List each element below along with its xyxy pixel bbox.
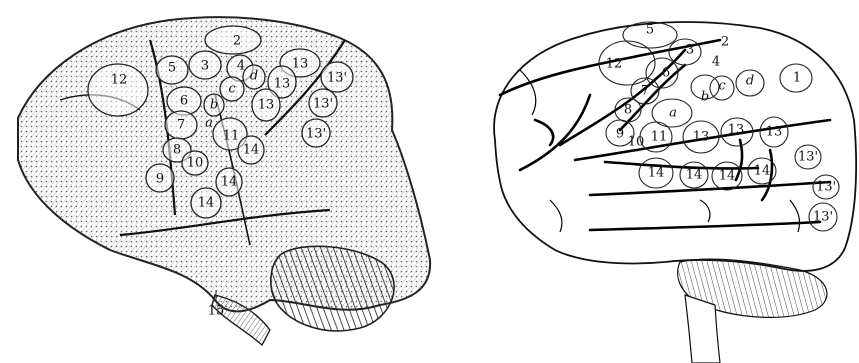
area-label: 7 bbox=[177, 118, 185, 133]
area-label: 2 bbox=[233, 34, 241, 49]
area-label: 8 bbox=[173, 143, 181, 158]
area-label: 14 bbox=[243, 143, 260, 158]
area-label: 11 bbox=[651, 130, 668, 145]
area-label: 13 bbox=[693, 130, 710, 145]
area-label: 12 bbox=[111, 73, 128, 88]
area-label: 14 bbox=[719, 169, 736, 184]
area-label: a bbox=[669, 106, 677, 121]
area-label: 7 bbox=[641, 84, 649, 99]
area-label: 8 bbox=[624, 103, 632, 118]
area-label: 3 bbox=[201, 59, 209, 74]
area-label: 9 bbox=[616, 127, 624, 142]
area-label: 9 bbox=[156, 172, 164, 187]
area-label: 13' bbox=[313, 97, 333, 112]
area-label: 4 bbox=[712, 55, 720, 70]
area-label: 4 bbox=[237, 59, 245, 74]
area-label: b bbox=[701, 90, 709, 105]
area-label: 13' bbox=[306, 127, 326, 142]
area-label: 11 bbox=[223, 129, 240, 144]
area-label: d bbox=[250, 69, 258, 84]
area-label: 2 bbox=[721, 35, 729, 50]
area-label: 13' bbox=[798, 150, 818, 165]
area-label: 13' bbox=[327, 71, 347, 86]
area-label: 13 bbox=[274, 77, 291, 92]
area-label: 13' bbox=[816, 180, 836, 195]
area-label: 10 bbox=[628, 135, 645, 150]
area-label: 6 bbox=[662, 66, 670, 81]
area-label: 13 bbox=[766, 125, 783, 140]
area-label: 13 bbox=[292, 57, 309, 72]
area-label: 13' bbox=[813, 210, 833, 225]
area-label: 10 bbox=[187, 156, 204, 171]
area-label: 14 bbox=[198, 196, 215, 211]
area-label: 6 bbox=[180, 94, 188, 109]
area-label: c bbox=[228, 82, 236, 97]
cerebellum bbox=[271, 246, 394, 331]
area-label: a bbox=[205, 116, 213, 131]
area-label: b bbox=[210, 98, 218, 113]
area-label: 13 bbox=[728, 123, 745, 138]
area-label: 3 bbox=[686, 43, 694, 58]
area-label: 5 bbox=[168, 61, 176, 76]
brainstem bbox=[685, 295, 720, 363]
area-label: 14 bbox=[686, 168, 703, 183]
monkey-brain-svg: 2 5 3 4 12 6 c d 13 13' b 13 13' 7 a 11 … bbox=[0, 0, 440, 363]
area-label: 12 bbox=[606, 57, 623, 72]
area-label: 15 bbox=[208, 304, 225, 319]
area-label: 1 bbox=[793, 71, 801, 86]
area-label: 14 bbox=[221, 175, 238, 190]
area-label: 14 bbox=[648, 166, 665, 181]
area-label: c bbox=[718, 79, 726, 94]
human-brain-svg: 5 3 2 12 6 4 7 b c d 1 8 a 9 10 11 13 13… bbox=[440, 0, 859, 363]
human-brain-illustration: 5 3 2 12 6 4 7 b c d 1 8 a 9 10 11 13 13… bbox=[440, 0, 859, 363]
area-label: 13 bbox=[258, 98, 275, 113]
area-label: d bbox=[746, 74, 754, 89]
area-label: 14 bbox=[754, 164, 771, 179]
area-label: 5 bbox=[646, 23, 654, 38]
monkey-brain-illustration: 2 5 3 4 12 6 c d 13 13' b 13 13' 7 a 11 … bbox=[0, 0, 440, 363]
